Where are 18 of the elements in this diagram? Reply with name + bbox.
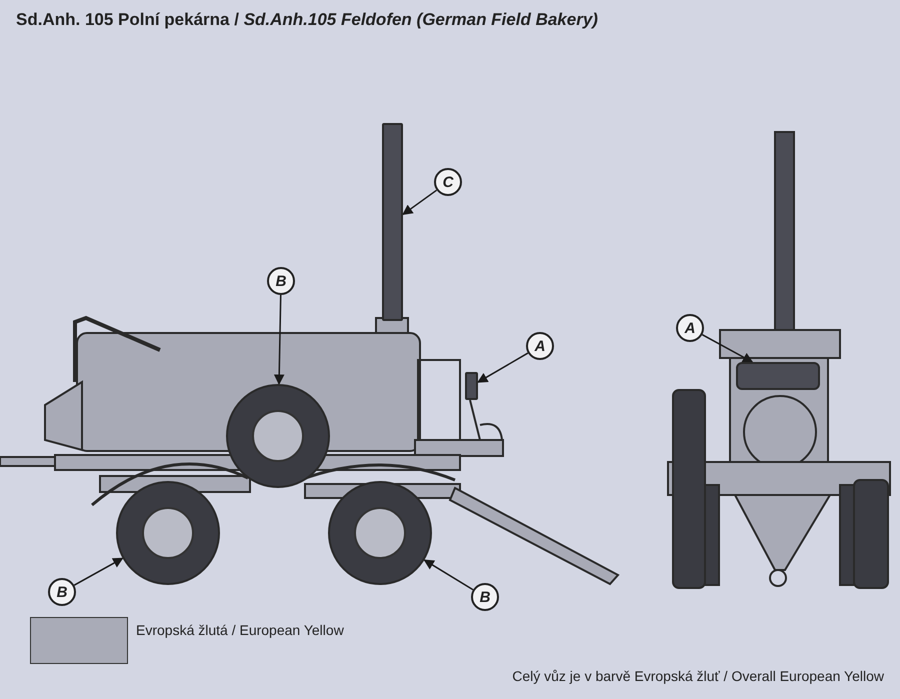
leader-arrow [424,559,474,590]
title: Sd.Anh. 105 Polní pekárna / Sd.Anh.105 Feldofen (German Field Bakery) [16,10,598,30]
note: Celý vůz je v barvě Evropská žluť / Overall European Yellow [512,668,884,684]
callout-letter: B [471,583,499,611]
oven-door [736,362,820,390]
callout-letter: B [267,267,295,295]
leader-arrow [702,334,754,363]
chimney [382,123,403,321]
leader-arrow [477,352,528,383]
legend-text: Evropská žlutá / European Yellow [136,622,344,638]
leader-arrow [74,558,124,586]
callout-letter: A [676,314,704,342]
callout-letter: B [48,578,76,606]
lever [465,372,478,400]
callout-letter: A [526,332,554,360]
leader-arrow [274,294,284,386]
callout-letter: C [434,168,462,196]
leader-arrow [402,190,438,216]
